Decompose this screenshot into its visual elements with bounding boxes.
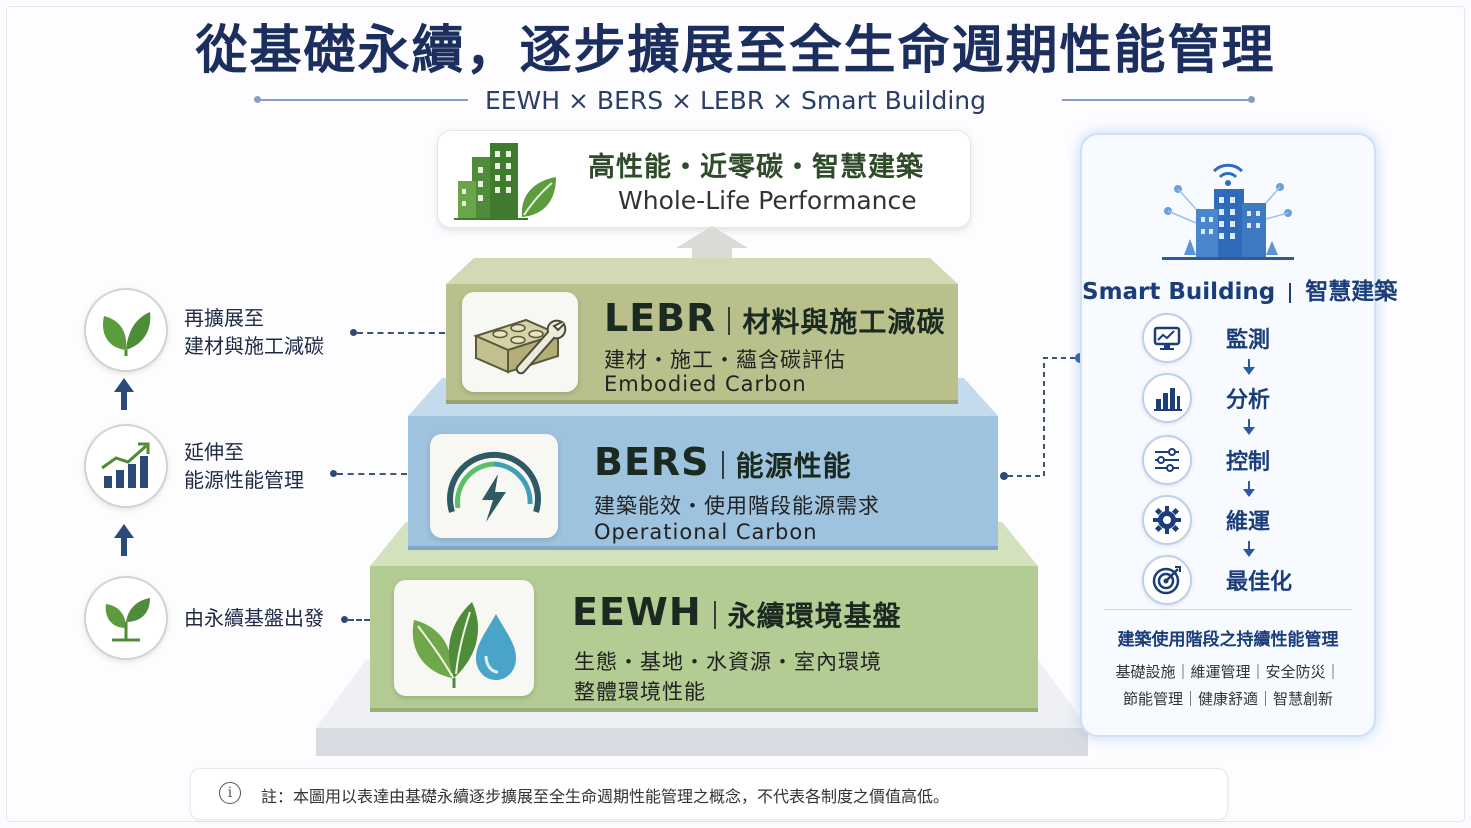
- tier-lebr: LEBR 材料與施工減碳 建材・施工・蘊含碳評估 Embodied Carbon: [446, 258, 958, 404]
- left-arrow-lower-stem: [121, 538, 127, 556]
- sliders-icon: [1142, 435, 1192, 485]
- bers-title-separator: [721, 450, 724, 479]
- left-arrow-lower-head: [114, 524, 134, 538]
- left-step2-connector: [337, 473, 407, 475]
- bers-line1: 建築能效・使用階段能源需求: [594, 494, 880, 518]
- up-arrow-stem: [692, 246, 732, 260]
- panel-arrow-4: [1248, 541, 1250, 551]
- bar-chart-icon: [1142, 373, 1192, 423]
- panel-step-optimize: 最佳化: [1142, 555, 1342, 605]
- left-step2-line2: 能源性能管理: [184, 468, 304, 492]
- lebr-title: LEBR 材料與施工減碳: [604, 296, 945, 341]
- left-arrow-upper-stem: [121, 392, 127, 410]
- page-title: 從基礎永續，逐步擴展至全生命週期性能管理: [195, 20, 1276, 81]
- left-step3-connector: [357, 332, 445, 334]
- bers-panel-connector: [1000, 353, 1085, 480]
- left-step3-line2: 建材與施工減碳: [184, 334, 324, 358]
- bers-name: BERS: [594, 440, 710, 484]
- left-step3-text: 再擴展至 建材與施工減碳: [184, 304, 324, 360]
- subtitle-line-right: [1062, 99, 1252, 101]
- bers-icon-box: [430, 434, 558, 538]
- panel-title-separator: [1289, 282, 1292, 303]
- panel-step-monitor: 監測: [1142, 313, 1342, 363]
- panel-step-label: 分析: [1226, 388, 1271, 413]
- panel-title-en: Smart Building: [1082, 279, 1276, 305]
- left-step3-circle: [84, 288, 168, 372]
- green-building-icon: [454, 143, 556, 220]
- subtitle-dot-right: [1248, 96, 1255, 103]
- panel-step-control: 控制: [1142, 435, 1342, 485]
- eewh-title-separator: [713, 600, 716, 629]
- footer-note: i 註：本圖用以表達由基礎永續逐步擴展至全生命週期性能管理之概念，不代表各制度之…: [190, 768, 1228, 820]
- eewh-line1: 生態・基地・水資源・室內環境: [574, 650, 882, 674]
- goal-title: 高性能・近零碳・智慧建築: [588, 152, 924, 183]
- eewh-title: EEWH 永續環境基盤: [572, 590, 902, 635]
- lebr-subtitle: 材料與施工減碳: [742, 305, 946, 339]
- leaves-icon: [102, 312, 151, 356]
- panel-step-operate: 維運: [1142, 495, 1342, 545]
- left-step2-circle: [84, 424, 168, 508]
- panel-step-label: 控制: [1226, 450, 1271, 475]
- smart-building-panel: Smart Building 智慧建築 監測 分析 控制 維運: [1080, 133, 1397, 737]
- left-arrow-upper-head: [114, 378, 134, 392]
- info-icon: i: [219, 782, 241, 804]
- energy-gauge-icon: [447, 451, 541, 522]
- panel-note: 建築使用階段之持續性能管理: [1117, 630, 1339, 650]
- target-icon: [1142, 555, 1192, 605]
- goal-subtitle: Whole-Life Performance: [618, 186, 917, 215]
- panel-title-zh: 智慧建築: [1305, 279, 1398, 305]
- lebr-name: LEBR: [604, 296, 717, 340]
- panel-arrow-1-head: [1243, 367, 1255, 375]
- brick-wrench-icon: [473, 318, 567, 375]
- left-step2-dot: [330, 470, 337, 477]
- growth-chart-icon: [101, 442, 150, 488]
- subtitle: EEWH × BERS × LEBR × Smart Building: [484, 86, 987, 115]
- eewh-icon-box: [394, 580, 534, 696]
- panel-arrow-3: [1248, 481, 1250, 491]
- leaf-water-icon: [412, 602, 516, 688]
- left-step1-connector: [348, 619, 370, 621]
- up-arrow-head: [676, 226, 748, 248]
- panel-divider: [1104, 609, 1352, 610]
- lebr-line2: Embodied Carbon: [604, 372, 807, 396]
- panel-step-label: 維運: [1226, 510, 1271, 535]
- tier-eewh: EEWH 永續環境基盤 生態・基地・水資源・室內環境 整體環境性能: [370, 522, 1038, 712]
- panel-tags-line2: 節能管理｜健康舒適｜智慧創新: [1122, 690, 1333, 708]
- panel-arrow-2: [1248, 419, 1250, 429]
- panel-step-label: 監測: [1226, 328, 1271, 353]
- panel-step-label: 最佳化: [1226, 570, 1293, 595]
- smart-building-icon: [1162, 163, 1294, 260]
- gear-icon: [1142, 495, 1192, 545]
- lebr-title-separator: [728, 306, 731, 335]
- left-step3-line1: 再擴展至: [184, 306, 264, 330]
- eewh-name: EEWH: [572, 590, 702, 634]
- lebr-line1: 建材・施工・蘊含碳評估: [604, 348, 846, 372]
- sprout-icon: [105, 598, 150, 642]
- monitor-icon: [1142, 313, 1192, 363]
- lebr-icon-box: [462, 292, 578, 392]
- left-step1-dot: [341, 616, 348, 623]
- left-step1-circle: [84, 576, 168, 660]
- top-goal-card: 高性能・近零碳・智慧建築 Whole-Life Performance: [437, 130, 971, 228]
- footer-text: 註：本圖用以表達由基礎永續逐步擴展至全生命週期性能管理之概念，不代表各制度之價值…: [261, 787, 950, 806]
- panel-arrow-4-head: [1243, 549, 1255, 557]
- panel-arrow-2-head: [1243, 427, 1255, 435]
- left-step2-line1: 延伸至: [184, 440, 244, 464]
- panel-arrow-1: [1248, 359, 1250, 369]
- left-step3-dot: [350, 329, 357, 336]
- eewh-subtitle: 永續環境基盤: [727, 599, 902, 633]
- subtitle-dot-left: [254, 96, 261, 103]
- panel-step-analyze: 分析: [1142, 373, 1342, 423]
- bers-title: BERS 能源性能: [594, 440, 852, 485]
- panel-title: Smart Building 智慧建築: [1082, 272, 1397, 306]
- panel-tags-line1: 基礎設施｜維運管理｜安全防災｜: [1115, 663, 1341, 681]
- left-step1-text: 由永續基盤出發: [184, 604, 324, 632]
- left-step1-line1: 由永續基盤出發: [184, 606, 324, 630]
- left-step2-text: 延伸至 能源性能管理: [184, 438, 304, 494]
- subtitle-line-left: [258, 99, 468, 101]
- eewh-line2: 整體環境性能: [574, 680, 706, 704]
- bers-line2: Operational Carbon: [594, 520, 818, 544]
- panel-arrow-3-head: [1243, 489, 1255, 497]
- bers-subtitle: 能源性能: [735, 449, 852, 483]
